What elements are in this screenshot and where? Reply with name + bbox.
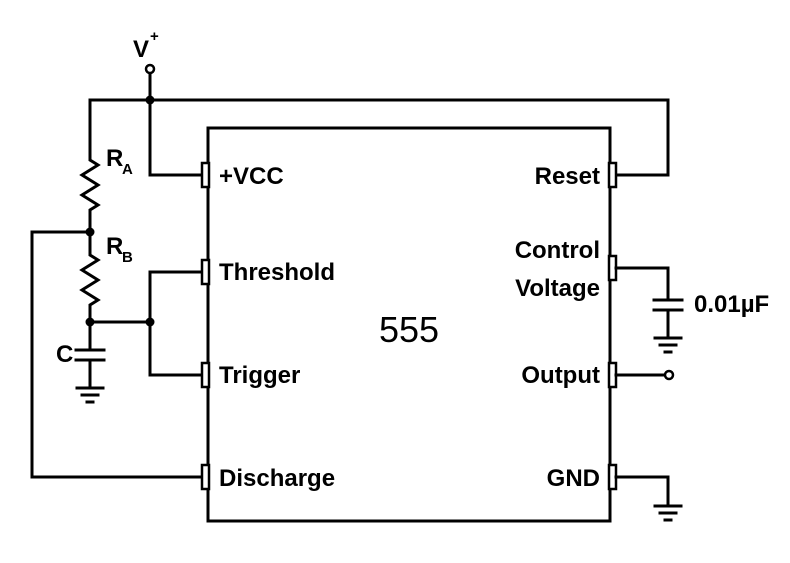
resistor-rb-subscript: B [122, 249, 133, 266]
supply-superscript: + [150, 28, 159, 45]
capacitor-c-label: C [56, 341, 73, 368]
resistor-ra-subscript: A [122, 161, 133, 178]
pin-reset [607, 161, 618, 189]
pin-trigger-label: Trigger [219, 362, 300, 389]
pin-threshold [200, 258, 211, 286]
pin-control-label-line1: Control [515, 237, 600, 264]
timing-junction-dot-right [145, 317, 155, 327]
chip-body [206, 126, 612, 523]
resistor-ra [79, 98, 101, 234]
gnd-wire [614, 475, 670, 508]
ground-icon [75, 386, 105, 404]
pin-vcc [200, 161, 211, 189]
ground-icon [653, 504, 683, 522]
supply-terminal [144, 63, 156, 75]
pin-vcc-label: +VCC [219, 163, 284, 190]
pin-control-label-line2: Voltage [515, 275, 600, 302]
supply-junction-dot [145, 95, 155, 105]
discharge-wire [30, 230, 207, 479]
pin-threshold-label: Threshold [219, 259, 335, 286]
resistor-ra-label: R [106, 145, 123, 172]
supply-label: V [133, 36, 149, 63]
pin-trigger [200, 361, 211, 389]
control-cap-wires [614, 266, 684, 340]
capacitor-c [74, 320, 106, 390]
pin-reset-label: Reset [535, 163, 600, 190]
resistor-rb [79, 230, 101, 324]
ground-icon [653, 336, 683, 354]
control-cap-value: 0.01µF [694, 291, 769, 318]
supply-wires [88, 70, 670, 177]
output-terminal [663, 369, 675, 381]
chip-name: 555 [379, 309, 439, 350]
pin-output-label: Output [521, 362, 600, 389]
pin-gnd-label: GND [547, 465, 600, 492]
resistor-rb-label: R [106, 233, 123, 260]
pin-discharge-label: Discharge [219, 465, 335, 492]
pin-discharge [200, 463, 211, 491]
